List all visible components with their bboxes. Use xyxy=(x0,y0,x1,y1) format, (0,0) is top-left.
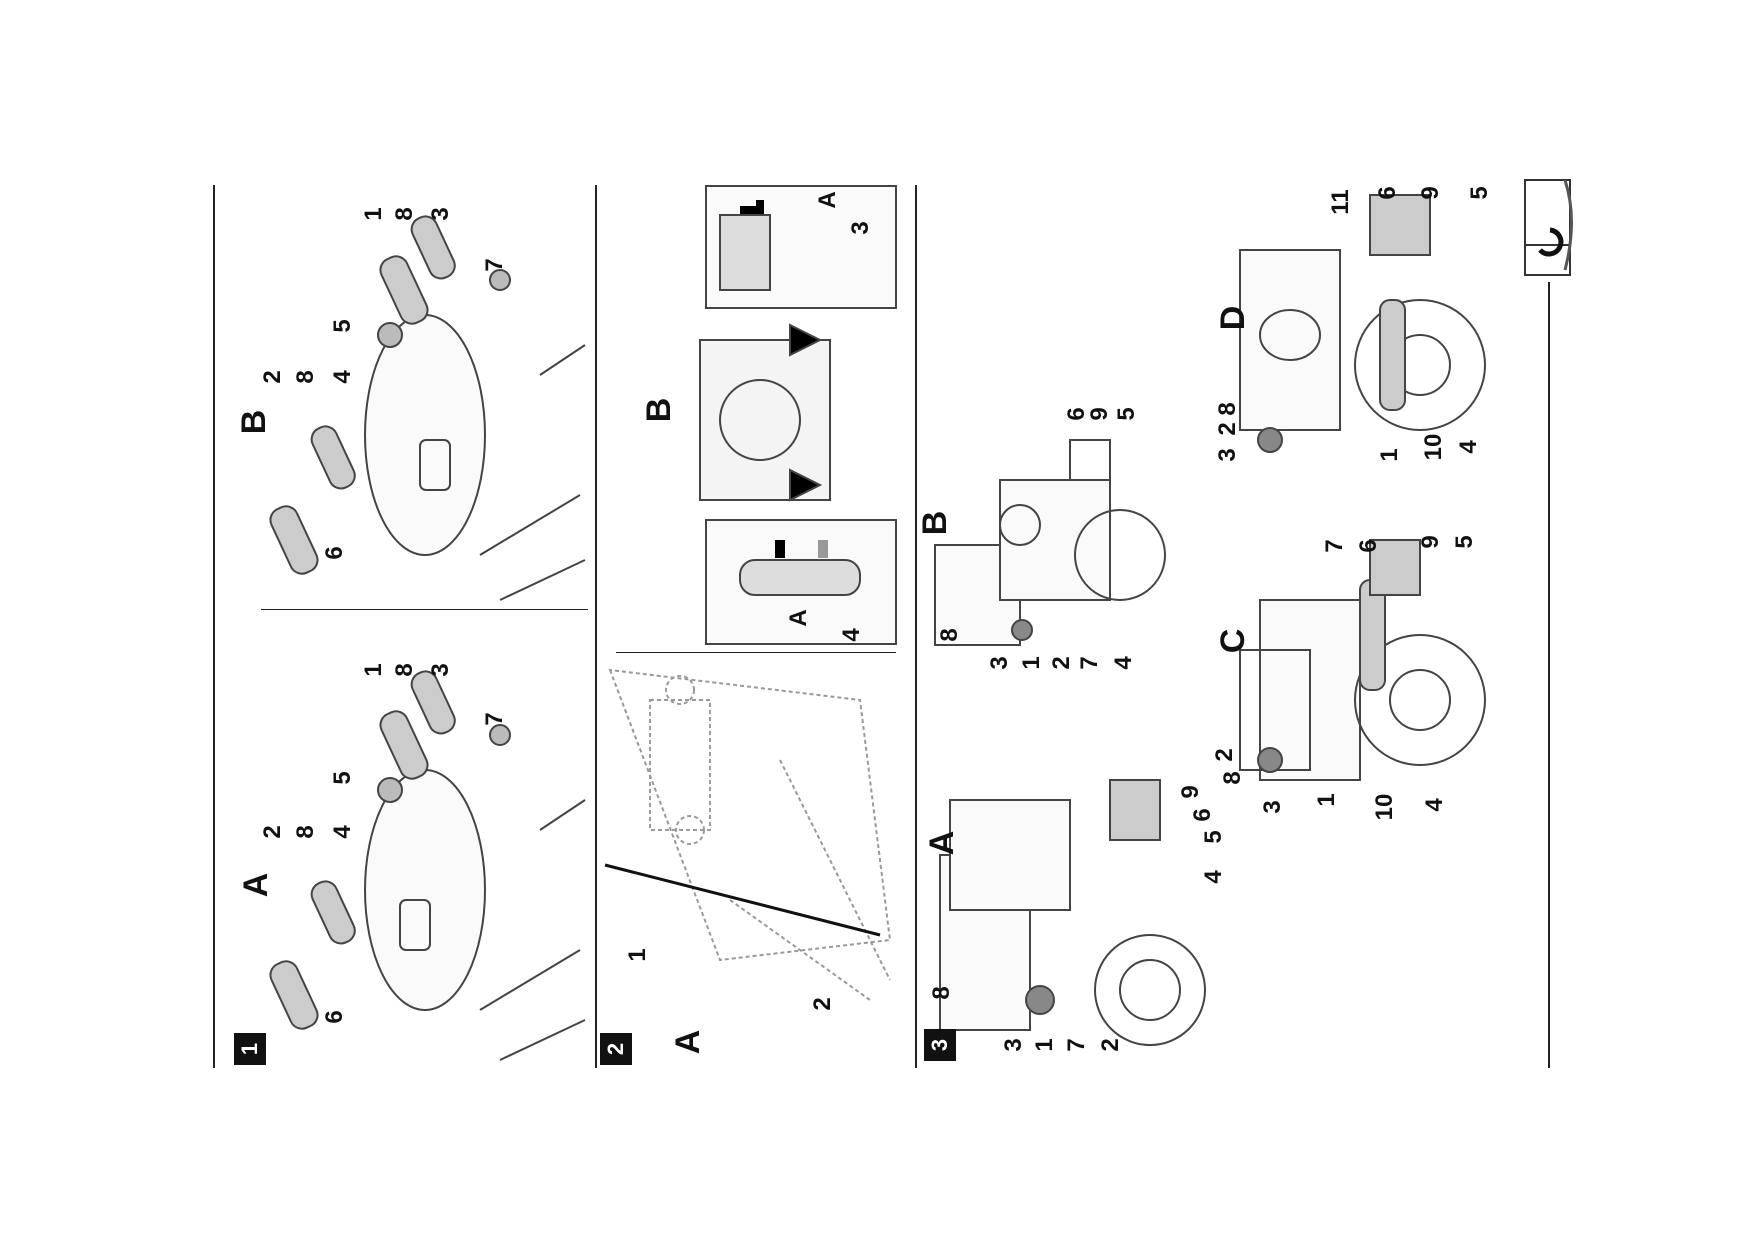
callout: 9 xyxy=(1177,785,1204,799)
callout: 5 xyxy=(329,319,356,333)
chute-rod-illustration xyxy=(608,668,892,1001)
callout: 6 xyxy=(1063,407,1090,421)
section-divider-1-2 xyxy=(595,185,597,1068)
callout: 8 xyxy=(292,825,319,839)
callout: 2 xyxy=(1211,748,1238,762)
callout: 6 xyxy=(1355,539,1382,553)
panel-letter-2a: A xyxy=(669,1029,707,1055)
callout: 1 xyxy=(1376,448,1403,462)
panel-letter-1a: A xyxy=(237,872,275,898)
callout: 2 xyxy=(809,997,836,1011)
section-divider-2-3 xyxy=(915,185,917,1068)
panel-divider-1 xyxy=(261,609,588,610)
left-border xyxy=(213,185,215,1068)
callout: 3 xyxy=(1259,800,1286,814)
callout: A xyxy=(785,609,812,627)
callout: 10 xyxy=(1371,793,1398,821)
callout: 3 xyxy=(1000,1038,1027,1052)
callout: 6 xyxy=(1374,186,1401,200)
callout: 9 xyxy=(1086,407,1113,421)
callout: 8 xyxy=(936,628,963,642)
callout: 3 xyxy=(1214,448,1241,462)
callout: 2 xyxy=(259,370,286,384)
callout: 4 xyxy=(1200,870,1227,884)
callout: A xyxy=(814,191,841,209)
callout: 8 xyxy=(1214,402,1241,416)
callout: 5 xyxy=(1451,535,1478,549)
callout: 5 xyxy=(1466,186,1493,200)
callout: 3 xyxy=(427,663,454,677)
callout: 4 xyxy=(838,628,865,642)
callout: 7 xyxy=(481,712,508,726)
engine-c-illustration xyxy=(1239,539,1486,781)
callout: 5 xyxy=(1113,407,1140,421)
callout: 6 xyxy=(1189,808,1216,822)
handlebar-console-b-illustration xyxy=(269,215,586,601)
callout: 7 xyxy=(1063,1038,1090,1052)
callout: 4 xyxy=(1421,798,1448,812)
turn-page-icon xyxy=(1524,179,1573,276)
callout: 5 xyxy=(329,771,356,785)
callout: 4 xyxy=(329,370,356,384)
callout: 4 xyxy=(1455,440,1482,454)
callout: 8 xyxy=(1219,771,1246,785)
callout: 1 xyxy=(1031,1038,1058,1052)
section-number-1: 1 xyxy=(234,1033,266,1065)
callout: 3 xyxy=(427,207,454,221)
callout: 6 xyxy=(321,1010,348,1024)
callout: 2 xyxy=(1048,656,1075,670)
callout: 7 xyxy=(1076,656,1103,670)
engine-b-illustration xyxy=(934,439,1166,646)
callout: 4 xyxy=(329,825,356,839)
callout: 11 xyxy=(1327,189,1354,215)
section-number-3: 3 xyxy=(924,1029,956,1061)
section-number-2: 2 xyxy=(600,1033,632,1065)
callout: 7 xyxy=(481,258,508,272)
callout: 1 xyxy=(624,948,651,962)
callout: 6 xyxy=(321,546,348,560)
panel-letter-3a: A xyxy=(923,830,961,856)
callout: 8 xyxy=(391,663,418,677)
callout: 2 xyxy=(259,825,286,839)
handlebar-console-a-illustration xyxy=(269,670,586,1061)
callout: 3 xyxy=(847,221,874,235)
callout: 8 xyxy=(928,986,955,1000)
callout: 3 xyxy=(986,656,1013,670)
panel-letter-3c: C xyxy=(1214,628,1252,654)
callout: 1 xyxy=(1018,656,1045,670)
callout: 8 xyxy=(292,370,319,384)
chute-rod xyxy=(604,863,881,937)
panel-letter-1b: B xyxy=(235,409,273,435)
right-border xyxy=(1548,282,1550,1068)
callout: 1 xyxy=(1313,793,1340,807)
panel-letter-3d: D xyxy=(1214,305,1252,331)
callout: 2 xyxy=(1097,1038,1124,1052)
callout: 9 xyxy=(1417,535,1444,549)
callout: 10 xyxy=(1420,433,1447,461)
panel-letter-2b: B xyxy=(640,397,678,423)
callout: 9 xyxy=(1417,186,1444,200)
callout: 4 xyxy=(1110,656,1137,670)
callout: 2 xyxy=(1214,422,1241,436)
callout: 8 xyxy=(391,207,418,221)
panel-divider-2 xyxy=(616,652,896,653)
engine-a-illustration xyxy=(939,779,1206,1046)
adjustment-detail-illustration xyxy=(699,185,897,645)
callout: 1 xyxy=(360,207,387,221)
panel-letter-3b: B xyxy=(916,510,954,536)
callout: 1 xyxy=(360,663,387,677)
callout: 7 xyxy=(1321,539,1348,553)
engine-d-illustration xyxy=(1239,194,1486,453)
callout: 5 xyxy=(1200,830,1227,844)
